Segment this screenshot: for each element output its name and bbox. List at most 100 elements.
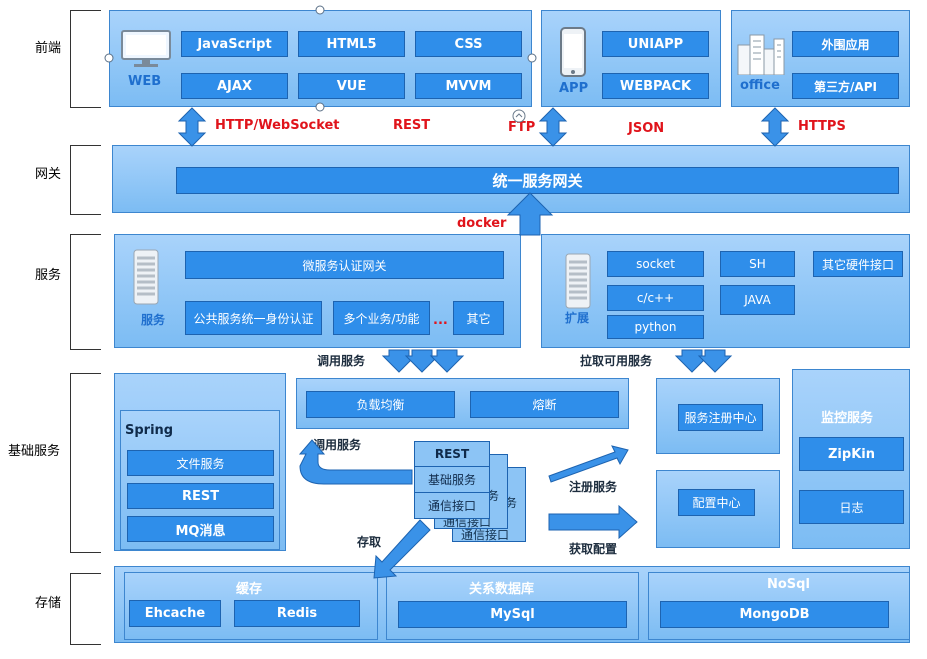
layer-label-infra: 基础服务 (8, 444, 61, 459)
ext-socket: socket (607, 251, 704, 277)
down-arrow (697, 349, 733, 373)
server-icon (565, 253, 591, 309)
store-arrow (373, 519, 431, 579)
app-item-uniapp: UNIAPP (602, 31, 709, 57)
registry-panel: 服务注册中心 (656, 378, 780, 454)
nosql-mongodb: MongoDB (660, 601, 889, 628)
config-panel: 配置中心 (656, 470, 780, 548)
bracket-frontend (70, 10, 101, 108)
web-item-mvvm: MVVM (415, 73, 522, 99)
cache-ehcache: Ehcache (129, 600, 221, 627)
stack-row-comm-interface: 通信接口 (427, 499, 476, 513)
cache-panel: 缓存 Ehcache Redis (124, 572, 378, 640)
stack-row-basic-service: 基础服务 (415, 467, 489, 493)
bracket-service (70, 234, 101, 350)
protocol-rest: REST (393, 118, 431, 133)
gateway-panel: 统一服务网关 (112, 145, 910, 213)
spring-file-service: 文件服务 (127, 450, 274, 476)
protocol-json: JSON (628, 121, 665, 136)
layer-label-service: 服务 (35, 268, 62, 283)
service-left-caption: 服务 (141, 313, 166, 327)
ext-other-hardware: 其它硬件接口 (813, 251, 903, 277)
ext-c-cpp: c/c++ (607, 285, 704, 311)
down-arrow (429, 349, 465, 373)
rdb-title: 关系数据库 (469, 582, 535, 597)
u-turn-arrow (298, 439, 413, 485)
rotate-handle-icon (512, 108, 526, 123)
spring-mq: MQ消息 (127, 516, 274, 542)
office-item-peripheral: 外围应用 (792, 31, 899, 57)
microservice-auth-gateway: 微服务认证网关 (185, 251, 504, 279)
spring-rest: REST (127, 483, 274, 509)
office-caption: office (740, 78, 780, 93)
double-arrow-web (177, 107, 207, 147)
stack-card-back-row: 务 (505, 496, 518, 510)
cache-redis: Redis (234, 600, 360, 627)
web-item-css: CSS (415, 31, 522, 57)
down-arrow (674, 349, 710, 373)
monitor-title: 监控服务 (821, 411, 874, 426)
spring-panel: Spring 文件服务 REST MQ消息 (120, 410, 280, 550)
layer-label-frontend: 前端 (35, 41, 62, 56)
ext-sh: SH (720, 251, 795, 277)
protocol-http-websocket: HTTP/WebSocket (215, 118, 340, 133)
config-center: 配置中心 (678, 489, 755, 516)
service-right-caption: 扩展 (565, 311, 590, 325)
bracket-gateway (70, 145, 101, 215)
call-service-label-top: 调用服务 (317, 354, 366, 368)
stack-card-mid-row: 务 (487, 489, 500, 503)
web-item-ajax: AJAX (181, 73, 288, 99)
ext-java: JAVA (720, 285, 795, 315)
stack-row-rest: REST (415, 442, 489, 467)
register-service-label: 注册服务 (569, 480, 618, 494)
phone-icon (560, 27, 586, 77)
app-caption: APP (559, 81, 589, 96)
spring-title: Spring (125, 423, 174, 438)
protocol-https: HTTPS (798, 119, 846, 134)
office-item-thirdparty-api: 第三方/API (792, 73, 899, 99)
cache-title: 缓存 (236, 582, 263, 597)
web-item-javascript: JavaScript (181, 31, 288, 57)
bracket-infra (70, 373, 101, 553)
service-left-panel: 服务 微服务认证网关 公共服务统一身份认证 多个业务/功能 ... 其它 (114, 234, 521, 348)
rdb-mysql: MySql (398, 601, 627, 628)
protocol-ftp: FTP (508, 120, 536, 135)
service-registry: 服务注册中心 (678, 404, 763, 431)
layer-label-gateway: 网关 (35, 167, 62, 182)
docker-up-arrow (506, 192, 554, 236)
unified-identity-auth: 公共服务统一身份认证 (185, 301, 322, 335)
service-ellipsis: ... (433, 313, 448, 328)
down-arrow (404, 349, 440, 373)
monitor-panel: 监控服务 ZipKin 日志 (792, 369, 910, 549)
ext-python: python (607, 315, 704, 339)
load-balance-panel: 负载均衡 熔断 (296, 378, 629, 429)
web-caption: WEB (128, 74, 162, 89)
down-arrow (381, 349, 417, 373)
circuit-breaker: 熔断 (470, 391, 619, 418)
monitor-icon (120, 29, 172, 69)
buildings-icon (736, 29, 786, 76)
call-service-label-infra: 调用服务 (313, 438, 362, 452)
stack-card-back-row: 通信接口 (461, 528, 510, 542)
service-other: 其它 (453, 301, 504, 335)
server-icon (133, 249, 159, 305)
app-panel: APP UNIAPP WEBPACK (541, 10, 721, 107)
double-arrow-office (760, 107, 790, 147)
register-arrow (548, 445, 629, 483)
web-panel: WEB JavaScript HTML5 CSS AJAX VUE MVVM (109, 10, 532, 107)
nosql-title: NoSql (767, 577, 810, 592)
bracket-storage (70, 573, 101, 645)
unified-gateway: 统一服务网关 (176, 167, 899, 194)
nosql-panel: NoSql MongoDB (648, 572, 910, 640)
app-item-webpack: WEBPACK (602, 73, 709, 99)
store-label: 存取 (357, 535, 382, 549)
rdb-panel: 关系数据库 MySql (386, 572, 639, 640)
get-config-label: 获取配置 (569, 542, 618, 556)
service-right-panel: 扩展 socket SH 其它硬件接口 c/c++ JAVA python (541, 234, 910, 348)
pull-service-label: 拉取可用服务 (580, 354, 653, 368)
monitor-logs: 日志 (799, 490, 904, 524)
double-arrow-app (538, 107, 568, 147)
office-panel: office 外围应用 第三方/API (731, 10, 910, 107)
